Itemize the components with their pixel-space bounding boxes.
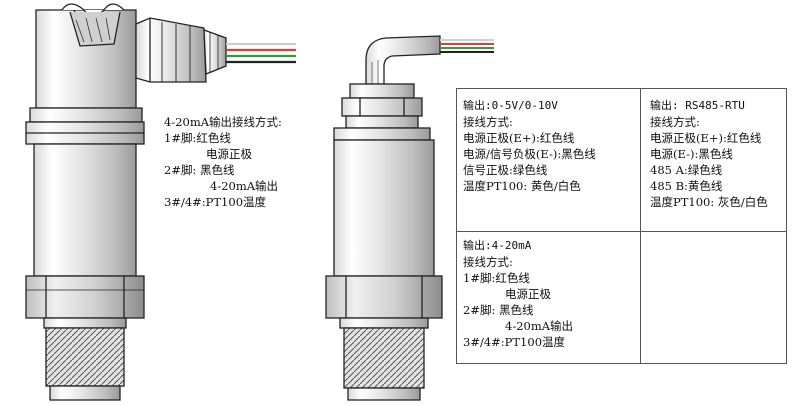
table-bottom-border (456, 363, 787, 364)
box-rs485-line-4: 485 A:绿色线 (650, 163, 723, 177)
box-current-line-5: 4-20mA输出 (505, 319, 574, 333)
box-rs485-line-5: 485 B:黄色线 (650, 179, 723, 193)
box-voltage-line-1: 接线方式: (463, 115, 513, 129)
table-middle-divider (456, 231, 787, 232)
table-right-border (786, 88, 787, 364)
box-voltage-line-5: 温度PT100: 黄色/白色 (463, 179, 581, 193)
box-rs485: 输出: RS485-RTU 接线方式: 电源正极(E+):红色线 电源(E-):… (650, 98, 768, 210)
box-current-line-6: 3#/4#:PT100温度 (463, 335, 566, 349)
left-notes-line-2: 电源正极 (206, 147, 252, 161)
box-voltage-title: 输出:0-5V/0-10V (463, 99, 558, 112)
box-voltage-line-2: 电源正极(E+):红色线 (463, 131, 575, 145)
box-current-line-2: 1#脚:红色线 (463, 271, 530, 285)
table-left-border (456, 88, 457, 364)
left-notes-line-1: 1#脚:红色线 (164, 131, 231, 145)
box-voltage-line-4: 信号正极:绿色线 (463, 163, 548, 177)
box-rs485-title: 输出: RS485-RTU (650, 99, 745, 112)
box-voltage-line-3: 电源/信号负极(E-):黑色线 (463, 147, 596, 161)
box-current: 输出:4-20mA 接线方式: 1#脚:红色线 电源正极 2#脚: 黑色线 4-… (463, 238, 573, 350)
box-rs485-line-2: 电源正极(E+):红色线 (650, 131, 762, 145)
box-voltage: 输出:0-5V/0-10V 接线方式: 电源正极(E+):红色线 电源/信号负极… (463, 98, 596, 194)
left-notes-line-3: 2#脚: 黑色线 (164, 163, 235, 177)
box-rs485-line-3: 电源(E-):黑色线 (650, 147, 733, 161)
left-notes: 4-20mA输出接线方式: 1#脚:红色线 电源正极 2#脚: 黑色线 4-20… (164, 114, 282, 210)
left-wires (226, 42, 296, 64)
table-top-border (456, 88, 787, 89)
box-current-title: 输出:4-20mA (463, 239, 532, 252)
right-wires (440, 39, 494, 53)
box-current-line-4: 2#脚: 黑色线 (463, 303, 534, 317)
left-notes-line-5: 3#/4#:PT100温度 (164, 195, 267, 209)
box-current-line-3: 电源正极 (505, 287, 551, 301)
left-sensor (25, 3, 227, 401)
right-sensor (325, 35, 443, 401)
table-center-divider (640, 88, 641, 364)
box-current-line-1: 接线方式: (463, 255, 513, 269)
left-notes-title: 4-20mA输出接线方式: (164, 115, 282, 129)
left-notes-line-4: 4-20mA输出 (210, 179, 279, 193)
box-rs485-line-6: 温度PT100: 灰色/白色 (650, 195, 768, 209)
box-rs485-line-1: 接线方式: (650, 115, 700, 129)
